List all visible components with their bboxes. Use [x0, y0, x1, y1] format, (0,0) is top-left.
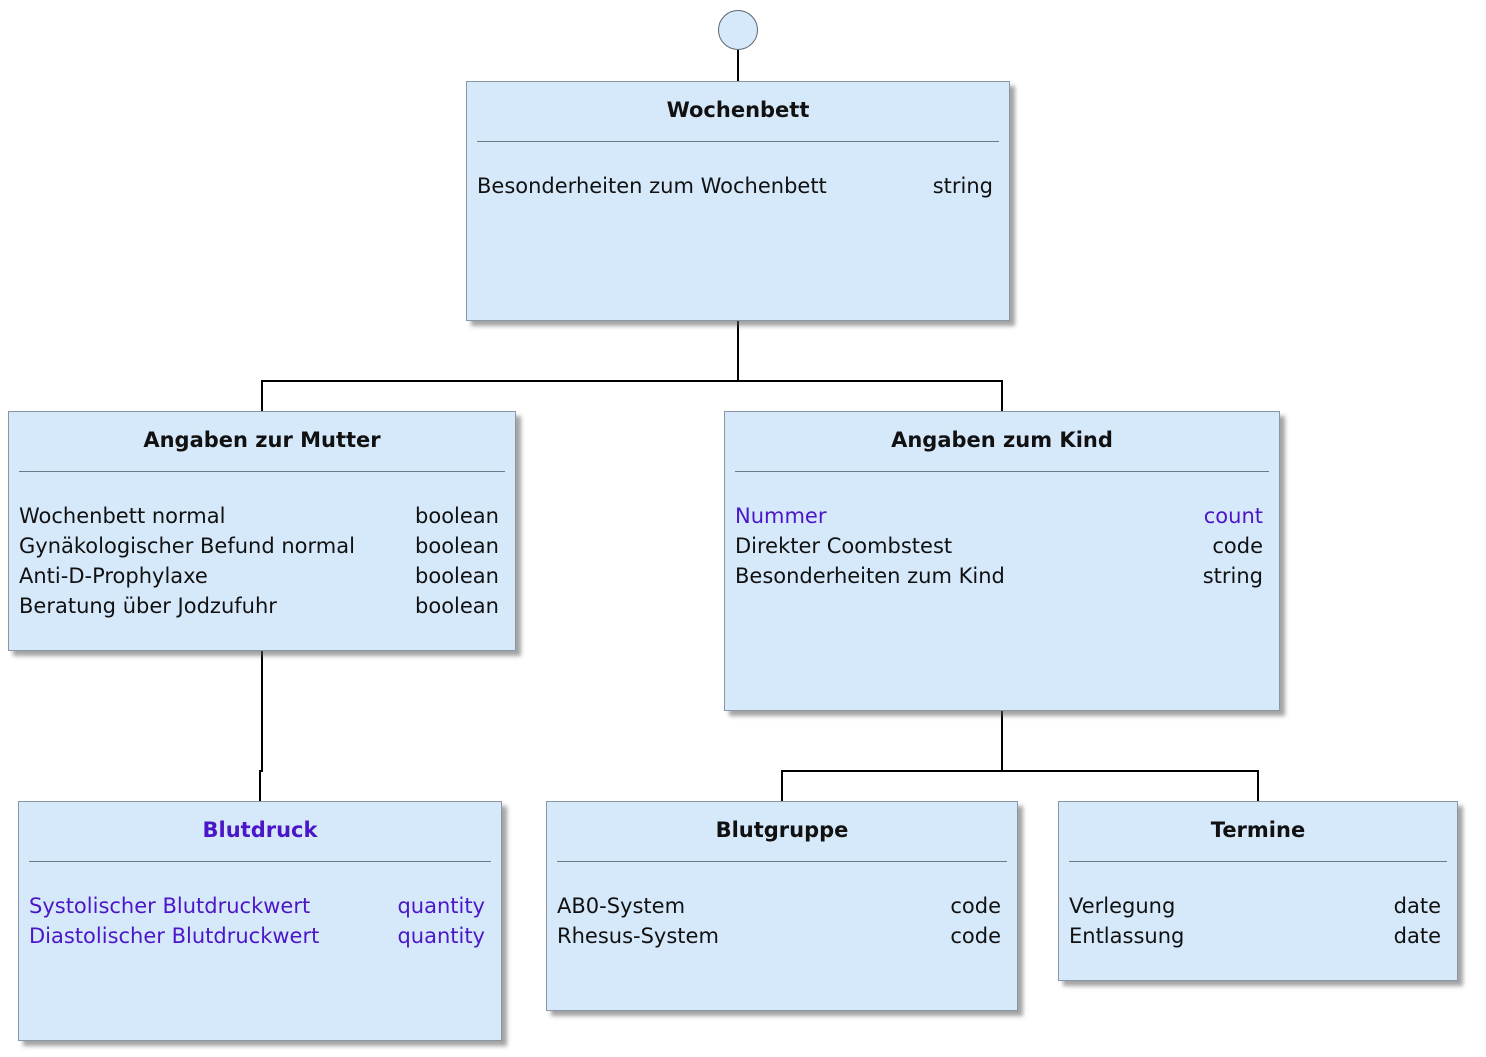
- connector-wochenbett-to-kind: [738, 380, 1003, 412]
- attribute-name: Nummer: [735, 504, 827, 528]
- attribute-type: boolean: [415, 594, 499, 618]
- class-box-blutgruppe: Blutgruppe AB0-System code Rhesus-System…: [546, 801, 1018, 1011]
- attribute-type: code: [950, 894, 1001, 918]
- attribute-row: Beratung über Jodzufuhr boolean: [19, 591, 499, 621]
- attribute-name: Verlegung: [1069, 894, 1176, 918]
- attribute-list: AB0-System code Rhesus-System code: [557, 891, 1001, 951]
- attribute-type: count: [1203, 504, 1263, 528]
- attribute-row-highlighted: Systolischer Blutdruckwert quantity: [29, 891, 485, 921]
- class-title-wochenbett: Wochenbett: [666, 98, 810, 122]
- attribute-name: Anti-D-Prophylaxe: [19, 564, 208, 588]
- attribute-name: Rhesus-System: [557, 924, 719, 948]
- class-title-angaben-zur-mutter: Angaben zur Mutter: [143, 428, 381, 452]
- class-box-termine: Termine Verlegung date Entlassung date: [1058, 801, 1458, 981]
- attribute-list: Verlegung date Entlassung date: [1069, 891, 1441, 951]
- connector-kind-to-termine: [1002, 770, 1259, 802]
- attribute-list: Besonderheiten zum Wochenbett string: [477, 171, 993, 201]
- attribute-name: Besonderheiten zum Kind: [735, 564, 1005, 588]
- start-node-circle: [718, 10, 758, 50]
- attribute-name: Gynäkologischer Befund normal: [19, 534, 355, 558]
- attribute-name: Diastolischer Blutdruckwert: [29, 924, 320, 948]
- attribute-type: date: [1393, 894, 1441, 918]
- attribute-list: Wochenbett normal boolean Gynäkologische…: [19, 501, 499, 621]
- attribute-row-highlighted: Diastolischer Blutdruckwert quantity: [29, 921, 485, 951]
- attribute-type: boolean: [415, 564, 499, 588]
- connector-kind-children: [781, 711, 1003, 802]
- attribute-row: Rhesus-System code: [557, 921, 1001, 951]
- class-title-blutgruppe: Blutgruppe: [715, 818, 849, 842]
- attribute-row: AB0-System code: [557, 891, 1001, 921]
- class-divider: [1069, 861, 1447, 862]
- attribute-list: Nummer count Direkter Coombstest code Be…: [735, 501, 1263, 591]
- class-title-angaben-zum-kind: Angaben zum Kind: [891, 428, 1113, 452]
- attribute-name: Wochenbett normal: [19, 504, 226, 528]
- class-box-blutdruck: Blutdruck Systolischer Blutdruckwert qua…: [18, 801, 502, 1041]
- class-divider: [557, 861, 1007, 862]
- attribute-type: string: [1202, 564, 1263, 588]
- attribute-type: quantity: [397, 924, 485, 948]
- class-divider: [29, 861, 491, 862]
- attribute-row: Wochenbett normal boolean: [19, 501, 499, 531]
- attribute-row: Verlegung date: [1069, 891, 1441, 921]
- attribute-row-highlighted: Nummer count: [735, 501, 1263, 531]
- attribute-type: boolean: [415, 534, 499, 558]
- attribute-row: Direkter Coombstest code: [735, 531, 1263, 561]
- attribute-row: Gynäkologischer Befund normal boolean: [19, 531, 499, 561]
- attribute-type: boolean: [415, 504, 499, 528]
- class-title-termine: Termine: [1210, 818, 1306, 842]
- attribute-type: date: [1393, 924, 1441, 948]
- class-title-blutdruck: Blutdruck: [202, 818, 318, 842]
- attribute-type: quantity: [397, 894, 485, 918]
- class-divider: [735, 471, 1269, 472]
- class-box-wochenbett: Wochenbett Besonderheiten zum Wochenbett…: [466, 81, 1010, 321]
- class-box-angaben-zur-mutter: Angaben zur Mutter Wochenbett normal boo…: [8, 411, 516, 651]
- attribute-type: code: [950, 924, 1001, 948]
- attribute-type: string: [932, 174, 993, 198]
- attribute-name: Besonderheiten zum Wochenbett: [477, 174, 827, 198]
- class-box-angaben-zum-kind: Angaben zum Kind Nummer count Direkter C…: [724, 411, 1280, 711]
- attribute-name: Direkter Coombstest: [735, 534, 953, 558]
- attribute-name: Systolischer Blutdruckwert: [29, 894, 311, 918]
- class-divider: [477, 141, 999, 142]
- attribute-row: Besonderheiten zum Kind string: [735, 561, 1263, 591]
- attribute-row: Besonderheiten zum Wochenbett string: [477, 171, 993, 201]
- attribute-row: Entlassung date: [1069, 921, 1441, 951]
- connector-wochenbett-children: [261, 321, 739, 412]
- attribute-name: AB0-System: [557, 894, 686, 918]
- class-divider: [19, 471, 505, 472]
- attribute-type: code: [1212, 534, 1263, 558]
- attribute-list: Systolischer Blutdruckwert quantity Dias…: [29, 891, 485, 951]
- attribute-name: Entlassung: [1069, 924, 1185, 948]
- attribute-name: Beratung über Jodzufuhr: [19, 594, 277, 618]
- connector-mutter-to-blutdruck: [259, 651, 263, 802]
- attribute-row: Anti-D-Prophylaxe boolean: [19, 561, 499, 591]
